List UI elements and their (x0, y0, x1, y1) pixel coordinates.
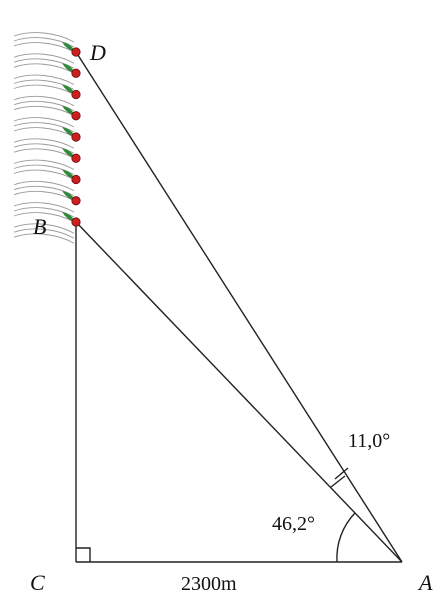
leaf-frond-icon (13, 233, 75, 244)
leaf-frond-icon (13, 53, 75, 64)
leaf-frond-icon (13, 228, 75, 239)
leaf-frond-icon (13, 42, 75, 53)
tree-foliage (13, 32, 75, 244)
side-AB (75, 221, 403, 563)
leaf-frond-icon (13, 202, 75, 213)
red-light-dot-icon (71, 111, 81, 121)
label-angle-DAB: 11,0° (348, 430, 390, 452)
leaf-frond-icon (13, 84, 75, 95)
leaf-icon (62, 148, 75, 159)
red-light-dot-icon (71, 153, 81, 163)
leaf-frond-icon (13, 223, 75, 234)
right-angle-marker (76, 547, 91, 562)
leaf-frond-icon (13, 100, 75, 112)
leaf-frond-icon (13, 164, 75, 175)
leaf-frond-icon (13, 58, 75, 69)
red-light-dot-icon (71, 174, 81, 185)
leaf-frond-icon (13, 190, 75, 202)
leaf-icon (62, 63, 75, 74)
leaf-frond-icon (13, 127, 75, 138)
red-light-dot-icon (71, 132, 81, 142)
leaf-frond-icon (13, 169, 75, 180)
leaf-icon (62, 84, 75, 95)
leaf-frond-icon (13, 212, 75, 223)
leaf-icon (62, 212, 75, 222)
angle-arc-DAB-inner (330, 475, 346, 488)
leaf-frond-icon (13, 138, 75, 149)
label-point-B: B (33, 214, 46, 239)
leaf-frond-icon (13, 79, 75, 90)
label-point-C: C (30, 570, 45, 595)
label-point-A: A (417, 570, 433, 595)
leaf-frond-icon (13, 180, 75, 192)
leaf-frond-icon (13, 37, 75, 48)
leaf-frond-icon (13, 105, 75, 117)
leaf-frond-icon (13, 74, 75, 85)
red-light-dot-icon (71, 217, 81, 227)
red-light-dot-icon (71, 196, 81, 206)
red-light-dot-icon (71, 89, 81, 100)
label-base-length: 2300m (181, 573, 237, 595)
red-light-dot-icon (71, 47, 81, 57)
leaf-frond-icon (13, 32, 75, 43)
side-AD (75, 51, 403, 563)
leaf-icon (62, 42, 75, 52)
leaf-frond-icon (13, 185, 75, 197)
angle-arc-BAC (336, 512, 356, 563)
angle-arc-DAB-outer (334, 467, 349, 480)
leaf-frond-icon (13, 207, 75, 218)
leaf-frond-icon (13, 122, 75, 133)
lights-column (71, 47, 81, 227)
leaf-icon (62, 169, 75, 180)
leaf-icon (62, 190, 75, 201)
leaf-frond-icon (13, 63, 75, 74)
label-point-D: D (89, 40, 106, 65)
leaf-frond-icon (13, 95, 75, 107)
leaf-icon (62, 127, 75, 137)
leaf-frond-icon (13, 148, 75, 159)
red-light-dot-icon (71, 68, 81, 78)
leaf-icon (62, 105, 75, 116)
leaf-frond-icon (13, 117, 75, 128)
leaf-frond-icon (13, 159, 75, 170)
label-angle-BAC: 46,2° (272, 513, 315, 535)
leaf-frond-icon (13, 143, 75, 154)
